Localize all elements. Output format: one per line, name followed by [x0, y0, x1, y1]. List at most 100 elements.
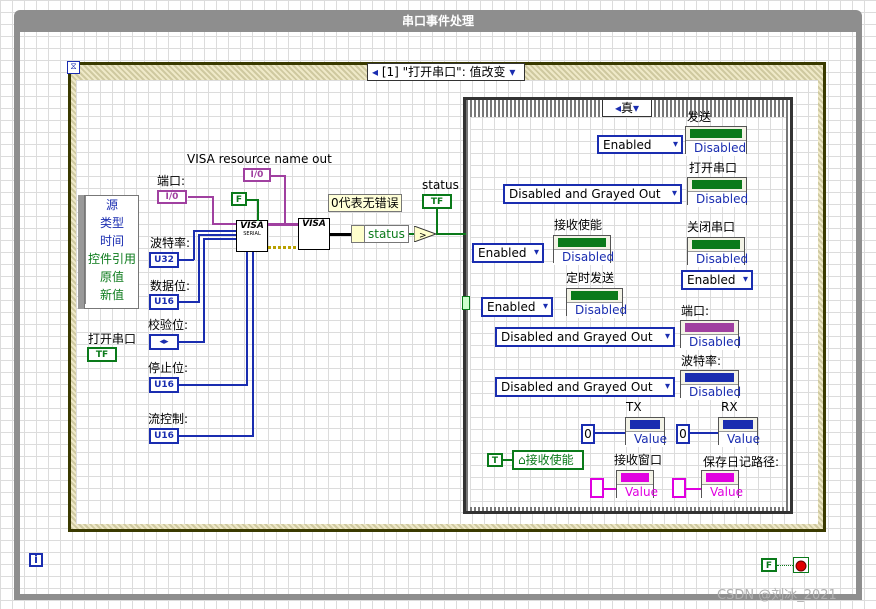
case-selector-label: 真 [620, 101, 633, 115]
wire-par-v [203, 238, 205, 343]
stop-false-const[interactable]: F [761, 558, 777, 572]
wire-tx [595, 432, 625, 434]
send-prop-head [690, 129, 742, 138]
wire-baud-in [193, 230, 236, 232]
recv-enable-property-node[interactable]: Disabled [553, 235, 614, 265]
visa-resource-out-terminal[interactable]: I/0 [243, 168, 271, 182]
recv-enable-enum[interactable]: Enabled [472, 243, 544, 263]
port-property-node[interactable]: Disabled [680, 320, 741, 350]
event-selector[interactable]: ◂ [1] "打开串口": 值改变 ▾ [367, 63, 525, 81]
iteration-info-icon[interactable]: i [29, 553, 43, 567]
greater-than-zero-node[interactable]: > [413, 225, 438, 243]
event-data-oldval[interactable]: 原值 [85, 268, 138, 286]
wire-save-path [686, 488, 701, 490]
save-path-property-node[interactable]: Value [701, 470, 743, 500]
baud-property-node[interactable]: Disabled [680, 370, 741, 400]
watermark: CSDN @刘冰_2021 [717, 588, 837, 603]
flow-terminal[interactable]: U16 [149, 428, 179, 444]
stop-terminal[interactable] [793, 557, 809, 573]
send-enum[interactable]: Enabled [597, 135, 683, 154]
event-data-newval[interactable]: 新值 [85, 286, 138, 304]
rx-prop-value: Value [719, 431, 760, 447]
visa-configure-serial[interactable]: VISA SERIAL [236, 220, 268, 252]
event-data-source[interactable]: 源 [85, 196, 138, 214]
wire-port-v [212, 196, 214, 224]
wire-recv-window [604, 488, 616, 490]
send-label: 发送 [687, 110, 712, 124]
event-data-time[interactable]: 时间 [85, 232, 138, 250]
wire-visa-mid [268, 223, 298, 226]
recv-enable-local[interactable]: ⌂接收使能 [512, 450, 584, 470]
visa-resource-out-label: VISA resource name out [187, 152, 332, 166]
close-port-prop-disabled: Disabled [688, 251, 748, 267]
tx-property-node[interactable]: Value [625, 417, 667, 447]
timed-send-property-node[interactable]: Disabled [566, 288, 627, 318]
rx-zero-const[interactable]: 0 [676, 424, 690, 444]
svg-text:>: > [419, 231, 427, 241]
stopbits-terminal[interactable]: U16 [149, 377, 179, 393]
wire-stop-h [179, 384, 247, 386]
timed-send-label: 定时发送 [566, 271, 615, 285]
baud-terminal[interactable]: U32 [149, 252, 179, 268]
port-prop-label: 端口: [681, 304, 710, 318]
close-port-property-node[interactable]: Disabled [687, 237, 748, 267]
close-port-prop-head [692, 240, 740, 249]
unbundle-status: status [368, 227, 405, 241]
port-prop-head [685, 323, 734, 332]
port-prop-disabled: Disabled [681, 334, 741, 350]
timed-send-enum[interactable]: Enabled [481, 297, 553, 317]
visa-serial-title: VISA [240, 221, 264, 231]
event-data-type[interactable]: 类型 [85, 214, 138, 232]
status-indicator[interactable]: TF [422, 194, 452, 209]
unbundle-node[interactable]: status [351, 225, 409, 243]
wire-gt-in [409, 233, 414, 235]
port-terminal[interactable]: I/0 [157, 190, 187, 204]
event-timeout-icon[interactable]: ⧖ [67, 61, 80, 74]
tx-prop-value: Value [626, 431, 667, 447]
wire-visa-up [284, 175, 286, 223]
rx-label: RX [721, 400, 738, 414]
save-path-prop-head [706, 473, 734, 482]
wire-error [268, 246, 298, 249]
save-path-prop-value: Value [702, 484, 743, 500]
event-data-ctlref[interactable]: 控件引用 [85, 250, 138, 268]
wire-par-in [203, 238, 236, 240]
event-data-node: 源 类型 时间 控件引用 原值 新值 [84, 195, 139, 309]
recv-window-property-node[interactable]: Value [616, 470, 658, 500]
open-port-enum[interactable]: Disabled and Grayed Out [503, 184, 682, 204]
wire-db-h [179, 301, 199, 303]
recv-window-const[interactable] [590, 478, 604, 498]
baud-prop-head [685, 373, 734, 382]
visa-close[interactable]: VISA [298, 218, 330, 250]
wire-status-up [436, 208, 438, 235]
wire-db-in [198, 234, 236, 236]
case-selector-terminal[interactable] [462, 296, 470, 310]
wire-visa-out [271, 175, 286, 177]
wire-rx [690, 432, 718, 434]
port-enum[interactable]: Disabled and Grayed Out [495, 327, 675, 347]
close-port-enum[interactable]: Enabled [681, 270, 753, 290]
databits-terminal[interactable]: U16 [149, 294, 179, 310]
event-selector-label: [1] "打开串口": 值改变 [381, 65, 506, 79]
save-path-const[interactable] [672, 478, 686, 498]
save-path-label: 保存日记路径: [703, 455, 780, 469]
wire-flow-h [179, 435, 253, 437]
send-property-node[interactable]: Disabled [685, 126, 747, 156]
baud-enum[interactable]: Disabled and Grayed Out [495, 377, 675, 397]
f-constant[interactable]: F [231, 192, 247, 206]
recv-window-prop-head [621, 473, 649, 482]
parity-terminal[interactable]: ◂▸ [149, 334, 179, 350]
case-selector[interactable]: ◂真▾ [602, 99, 652, 117]
open-port-property-node[interactable]: Disabled [687, 177, 748, 207]
wire-case-h [436, 233, 466, 235]
open-port-terminal[interactable]: TF [87, 347, 117, 362]
baud-prop-label: 波特率: [681, 354, 722, 368]
tx-zero-const[interactable]: 0 [581, 424, 595, 444]
home-icon: ⌂ [518, 453, 526, 467]
true-constant[interactable]: T [487, 453, 503, 467]
send-prop-disabled: Disabled [686, 140, 746, 156]
recv-window-label: 接收窗口 [614, 453, 663, 467]
rx-property-node[interactable]: Value [718, 417, 760, 447]
wire-baud-h [179, 259, 194, 261]
wire-par-h [179, 341, 204, 343]
